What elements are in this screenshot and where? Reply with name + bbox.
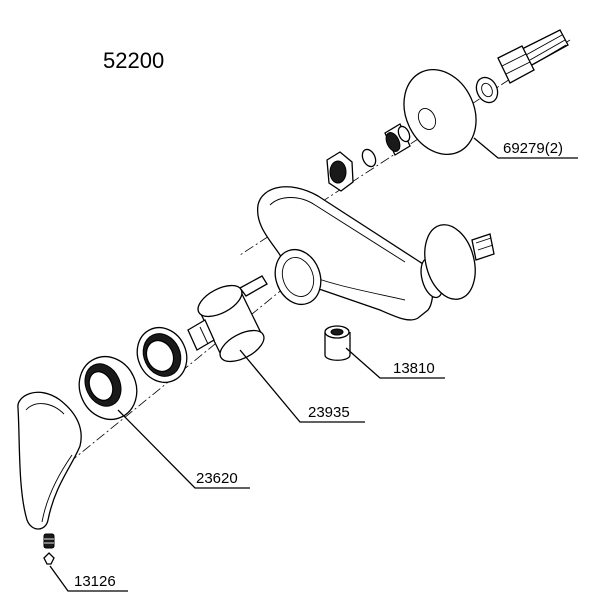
callout-label-cover: 23620 [196,470,238,487]
callout-leader-screw [49,565,128,592]
callout-label-diverter: 13810 [393,360,435,377]
lever-handle-part [17,391,82,530]
cartridge-part [187,275,268,363]
diagram-title: 52200 [103,48,164,73]
callout-label-screw: 13126 [74,573,116,590]
diverter-insert-part [324,325,351,361]
hex-nut-part [326,151,354,192]
callout-leader-diverter [345,347,445,379]
escutcheon-plate-part [403,68,477,156]
callout-label-escutcheon: 69279(2) [503,140,563,157]
callout-label-cartridge: 23935 [308,404,350,421]
o-ring-part [361,148,377,168]
threaded-connector-part [497,29,569,84]
mixer-body-part [257,186,495,321]
cover-cap-part [78,356,138,420]
washer-ring-part [475,76,499,104]
set-screw-part [43,533,55,565]
inlet-fitting-part [384,123,411,156]
lower-assembly-axis [59,274,301,471]
callout-leader-cartridge [239,349,365,423]
threaded-ring-part [136,327,188,383]
callout-leader-cover [117,409,250,489]
callout-leader-escutcheon [473,137,578,159]
